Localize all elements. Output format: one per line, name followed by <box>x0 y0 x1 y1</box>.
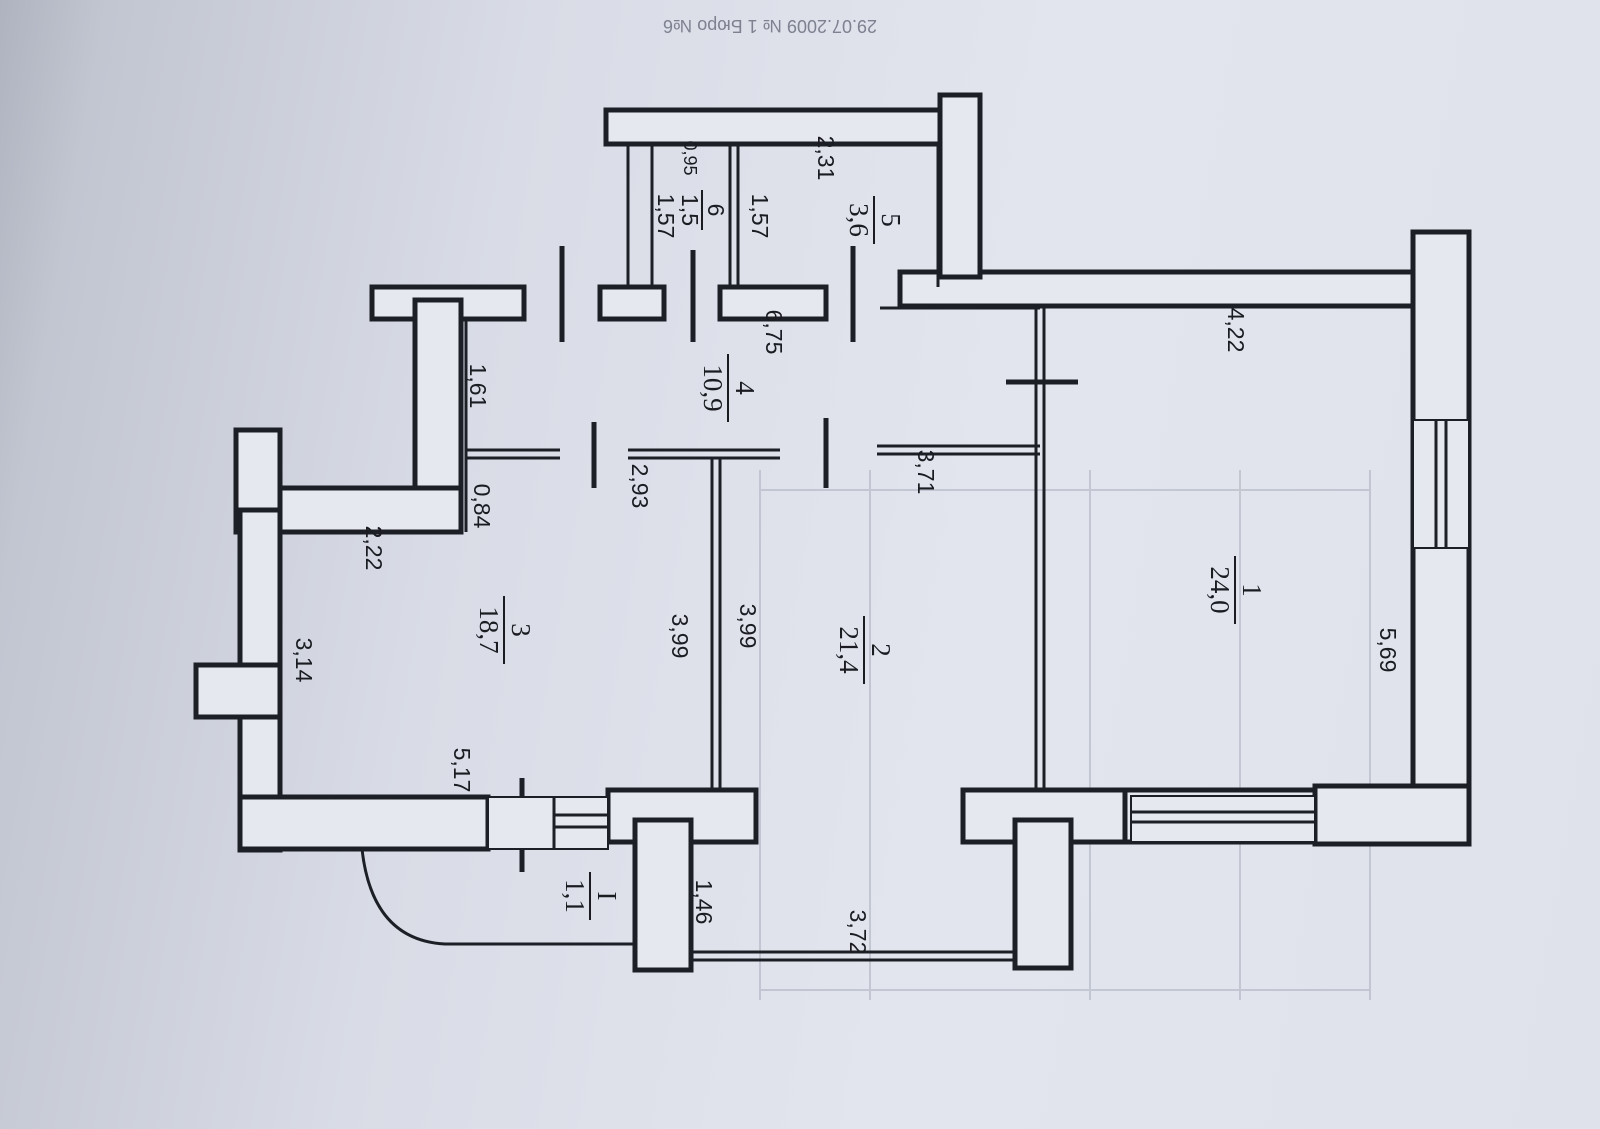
svg-text:10,9: 10,9 <box>698 364 728 411</box>
window-room1-side <box>1412 419 1470 549</box>
svg-text:3: 3 <box>506 623 536 637</box>
room-label-1: 1 24,0 <box>1205 556 1267 624</box>
room-label-4: 4 10,9 <box>698 354 760 422</box>
balcony-arc <box>360 848 635 946</box>
svg-text:21,4: 21,4 <box>834 626 864 674</box>
dim-3-14: 3,14 <box>291 638 317 683</box>
window-room1-bottom <box>1130 795 1316 843</box>
dim-3-71: 3,71 <box>913 450 939 495</box>
svg-text:1: 1 <box>1237 583 1267 597</box>
wall-corridor-left <box>412 297 464 491</box>
wall-room3-bottom <box>237 794 491 852</box>
room-label-balcony: I 1,1 <box>560 872 622 920</box>
partitions <box>464 144 1046 790</box>
room-label-5: 5 3,6 <box>844 196 906 244</box>
dim-3-99-a: 3,99 <box>667 614 693 659</box>
svg-text:3,6: 3,6 <box>844 203 874 237</box>
dim-4-22: 4,22 <box>1223 308 1249 353</box>
dim-2-22: 2,22 <box>361 526 387 571</box>
window-room3 <box>487 796 609 850</box>
dim-5-17: 5,17 <box>449 748 475 793</box>
dim-2-93: 2,93 <box>627 464 653 509</box>
dim-3-72: 3,72 <box>845 910 871 955</box>
svg-text:6: 6 <box>703 204 729 217</box>
wall-pier-left <box>632 817 694 973</box>
dim-6-75: 6,75 <box>761 310 787 355</box>
wall-closet-right <box>937 92 983 280</box>
svg-text:1,5: 1,5 <box>677 194 703 226</box>
svg-text:1,1: 1,1 <box>560 879 590 913</box>
doors <box>519 246 1078 872</box>
dim-0-95: 0,95 <box>680 140 700 175</box>
dim-5-69: 5,69 <box>1375 628 1401 673</box>
dim-2-31: 2,31 <box>813 136 839 181</box>
svg-text:5: 5 <box>876 213 906 227</box>
svg-text:4: 4 <box>730 381 760 395</box>
wall-bottom-right <box>1312 783 1472 847</box>
svg-text:2: 2 <box>866 643 896 657</box>
background-table <box>759 470 1371 1000</box>
dim-1-46: 1,46 <box>691 880 717 925</box>
wall-closet-top <box>603 107 983 147</box>
room-label-3: 3 18,7 <box>474 596 536 664</box>
room-label-2: 2 21,4 <box>834 616 896 684</box>
svg-text:24,0: 24,0 <box>1205 566 1235 613</box>
dim-1-57-a: 1,57 <box>747 194 773 239</box>
wall-top-right <box>897 269 1416 309</box>
wall-room3-bump <box>193 662 283 720</box>
room-label-6: 6 1,5 <box>677 190 729 230</box>
dim-1-57-b: 1,57 <box>653 194 679 239</box>
wall-pier-right <box>1012 817 1074 971</box>
partition-block-b <box>717 284 829 322</box>
dim-1-61: 1,61 <box>465 364 491 409</box>
header-faint-text: 29.07.2009 № 1 Бюро №6 <box>663 16 877 36</box>
dim-0-84: 0,84 <box>469 484 495 529</box>
windows <box>487 419 1470 962</box>
svg-text:18,7: 18,7 <box>474 606 504 653</box>
dim-3-99-b: 3,99 <box>735 604 761 649</box>
partition-block-a <box>597 284 667 322</box>
svg-text:I: I <box>592 892 622 901</box>
